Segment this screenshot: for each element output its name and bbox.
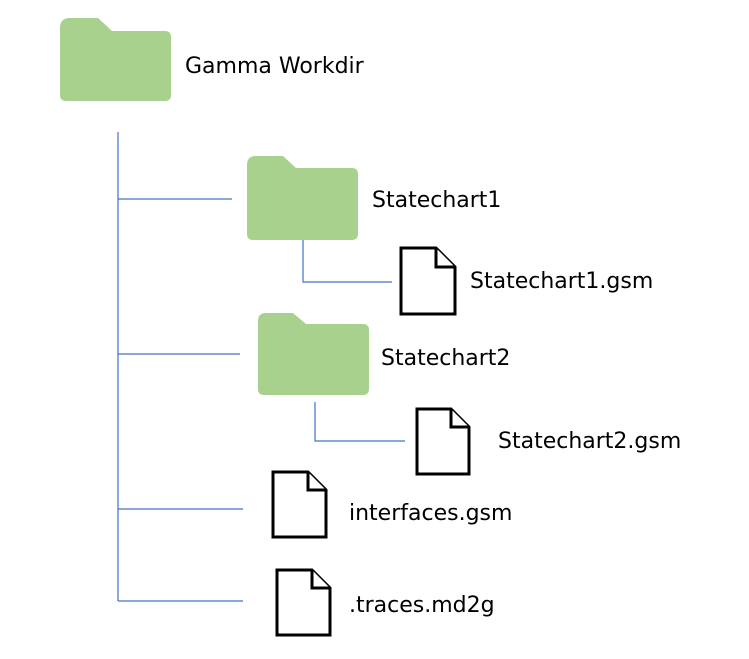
root-folder-icon[interactable] (60, 18, 171, 101)
interfaces-gsm-file-label[interactable]: interfaces.gsm (349, 501, 513, 526)
statechart1-folder-label[interactable]: Statechart1 (372, 188, 502, 213)
statechart1-folder-icon[interactable] (247, 156, 358, 240)
statechart2-folder-label[interactable]: Statechart2 (381, 346, 511, 371)
statechart2-folder-icon[interactable] (258, 313, 369, 395)
branch-statechart2-file (314, 402, 405, 442)
statechart1-gsm-file-label[interactable]: Statechart1.gsm (470, 269, 654, 294)
branch-statechart1-file (302, 240, 392, 283)
statechart2-gsm-file-icon[interactable] (415, 407, 471, 476)
statechart2-gsm-file-label[interactable]: Statechart2.gsm (498, 429, 682, 454)
traces-md2g-file-icon[interactable] (275, 568, 332, 637)
root-folder-label[interactable]: Gamma Workdir (185, 54, 364, 79)
tree-connectors (117, 132, 405, 602)
interfaces-gsm-file-icon[interactable] (271, 470, 328, 539)
traces-md2g-file-label[interactable]: .traces.md2g (349, 593, 495, 618)
statechart1-gsm-file-icon[interactable] (399, 246, 457, 316)
